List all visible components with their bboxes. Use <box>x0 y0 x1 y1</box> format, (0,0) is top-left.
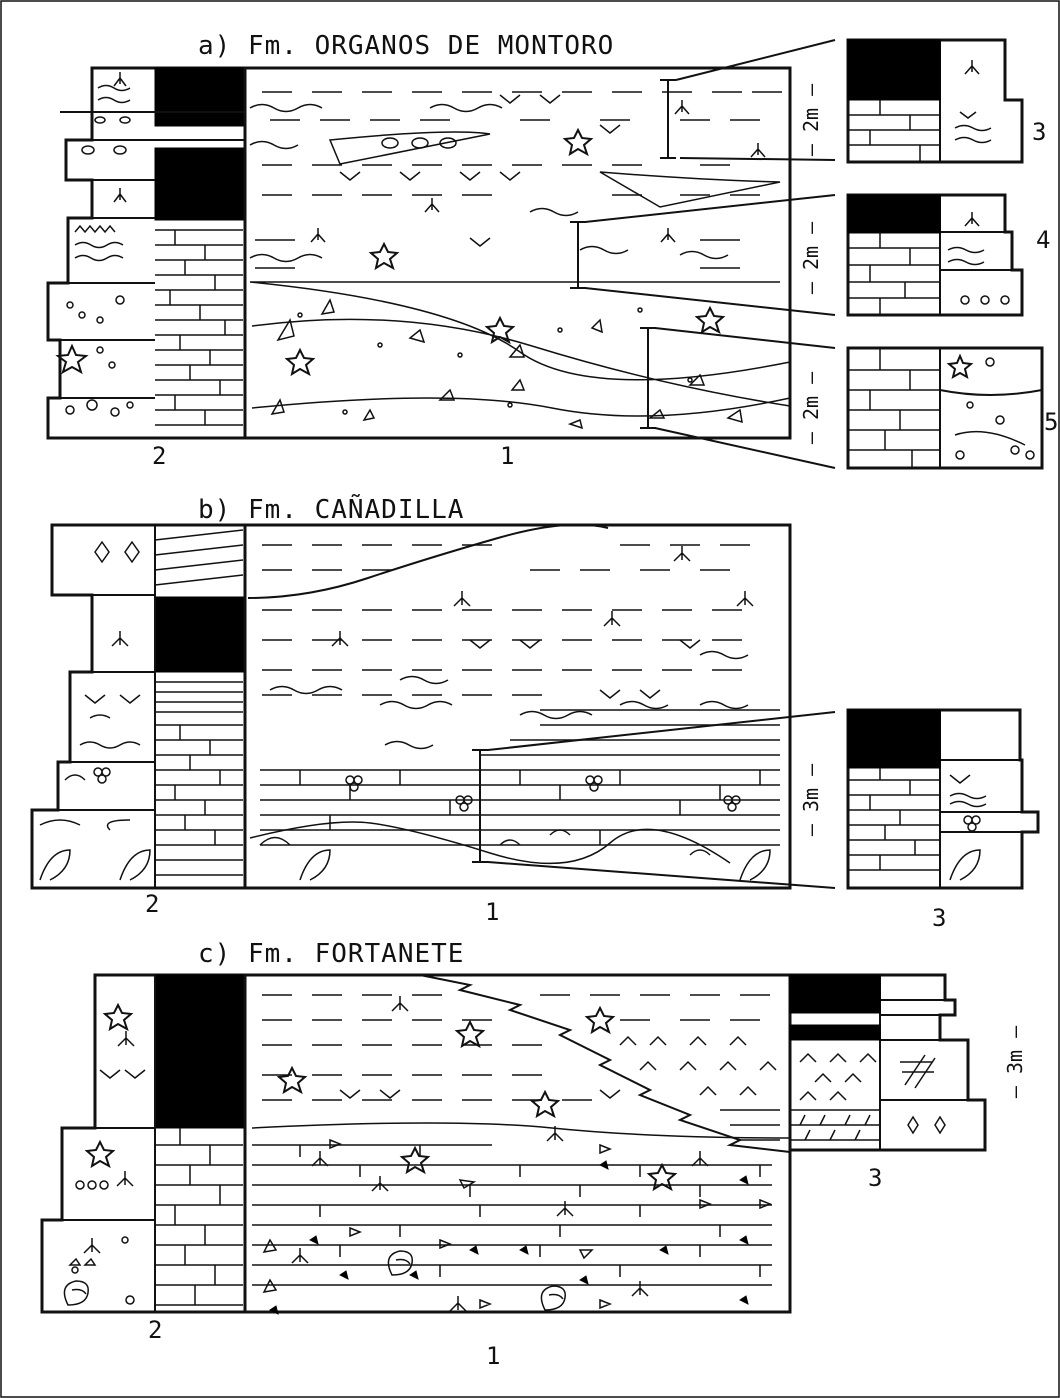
panel-a-inset-5-scale: – 2m – <box>799 371 823 444</box>
panel-a-inset-3: – 2m – 3 <box>799 40 1046 162</box>
panel-a-inset-3-scale: – 2m – <box>799 83 823 156</box>
star-icon <box>457 1022 483 1046</box>
panel-a-title: a) Fm. ORGANOS DE MONTORO <box>198 31 614 61</box>
panel-c-inset-3-number: 3 <box>868 1164 882 1192</box>
panel-b-label-2: 2 <box>145 890 159 918</box>
oncoid-icon <box>40 850 150 880</box>
panel-a-connectors <box>585 40 835 468</box>
rootlet-icon <box>118 1031 134 1046</box>
star-icon <box>87 1142 113 1166</box>
panel-a-main-block: 1 <box>245 68 790 470</box>
panel-c: c) Fm. FORTANETE 2 <box>42 939 1027 1370</box>
star-icon <box>587 1008 613 1032</box>
panel-b-inset-3-scale: – 3m – <box>799 763 823 836</box>
panel-a-inset-4-scale: – 2m – <box>799 221 823 294</box>
rootlet-icon <box>84 1238 100 1253</box>
star-icon <box>402 1148 428 1172</box>
panel-a-inset-4-number: 4 <box>1036 226 1050 254</box>
panel-b: b) Fm. CAÑADILLA 2 <box>32 493 1038 932</box>
star-icon <box>697 308 723 332</box>
panel-c-title: c) Fm. FORTANETE <box>198 939 464 969</box>
oncoid-icon <box>950 850 980 880</box>
panel-a-inset-5: – 2m – 5 <box>799 348 1058 468</box>
panel-b-label-1: 1 <box>485 898 499 926</box>
star-icon <box>487 318 513 342</box>
panel-c-inset-3: – 3m – 3 <box>790 975 1027 1192</box>
panel-c-label-2: 2 <box>148 1316 162 1344</box>
panel-c-label-1: 1 <box>486 1342 500 1370</box>
panel-a-label-1: 1 <box>500 442 514 470</box>
panel-a-column-2: 2 <box>48 68 245 470</box>
panel-a-inset-4: – 2m – 4 <box>799 195 1050 315</box>
star-icon <box>949 356 971 377</box>
star-icon <box>371 244 397 268</box>
panel-a-inset-3-number: 3 <box>1032 118 1046 146</box>
panel-b-inset-3: – 3m – 3 <box>799 710 1038 932</box>
gypsum-icon <box>900 1055 935 1088</box>
panel-b-column-2: 2 <box>32 525 245 918</box>
star-icon <box>532 1092 558 1116</box>
panel-c-main-block: 1 <box>245 975 790 1370</box>
gastropod-icon <box>388 1251 412 1275</box>
panel-a-label-2: 2 <box>152 442 166 470</box>
rootlet-icon <box>311 100 765 242</box>
panel-a: a) Fm. ORGANOS DE MONTORO <box>48 31 1058 470</box>
rootlet-icon <box>965 212 979 226</box>
rootlet-icon <box>292 996 708 1311</box>
star-icon <box>279 1068 305 1092</box>
star-icon <box>565 130 591 154</box>
rootlet-icon <box>112 631 128 646</box>
panel-a-inset-5-number: 5 <box>1044 408 1058 436</box>
star-icon <box>105 1005 131 1029</box>
star-icon <box>287 350 313 374</box>
panel-c-column-2: 2 <box>42 975 245 1344</box>
rootlet-icon <box>114 188 126 202</box>
rootlet-icon <box>117 1171 133 1186</box>
gastropod-icon <box>64 1281 88 1305</box>
panel-c-inset-3-scale: – 3m – <box>1003 1025 1027 1098</box>
gastropod-icon <box>541 1286 565 1310</box>
panel-b-title: b) Fm. CAÑADILLA <box>198 493 464 525</box>
rootlet-icon <box>965 60 979 74</box>
star-icon <box>58 346 86 372</box>
rootlet-icon <box>332 546 753 646</box>
rootlet-icon <box>114 72 126 86</box>
panel-b-inset-3-number: 3 <box>932 904 946 932</box>
